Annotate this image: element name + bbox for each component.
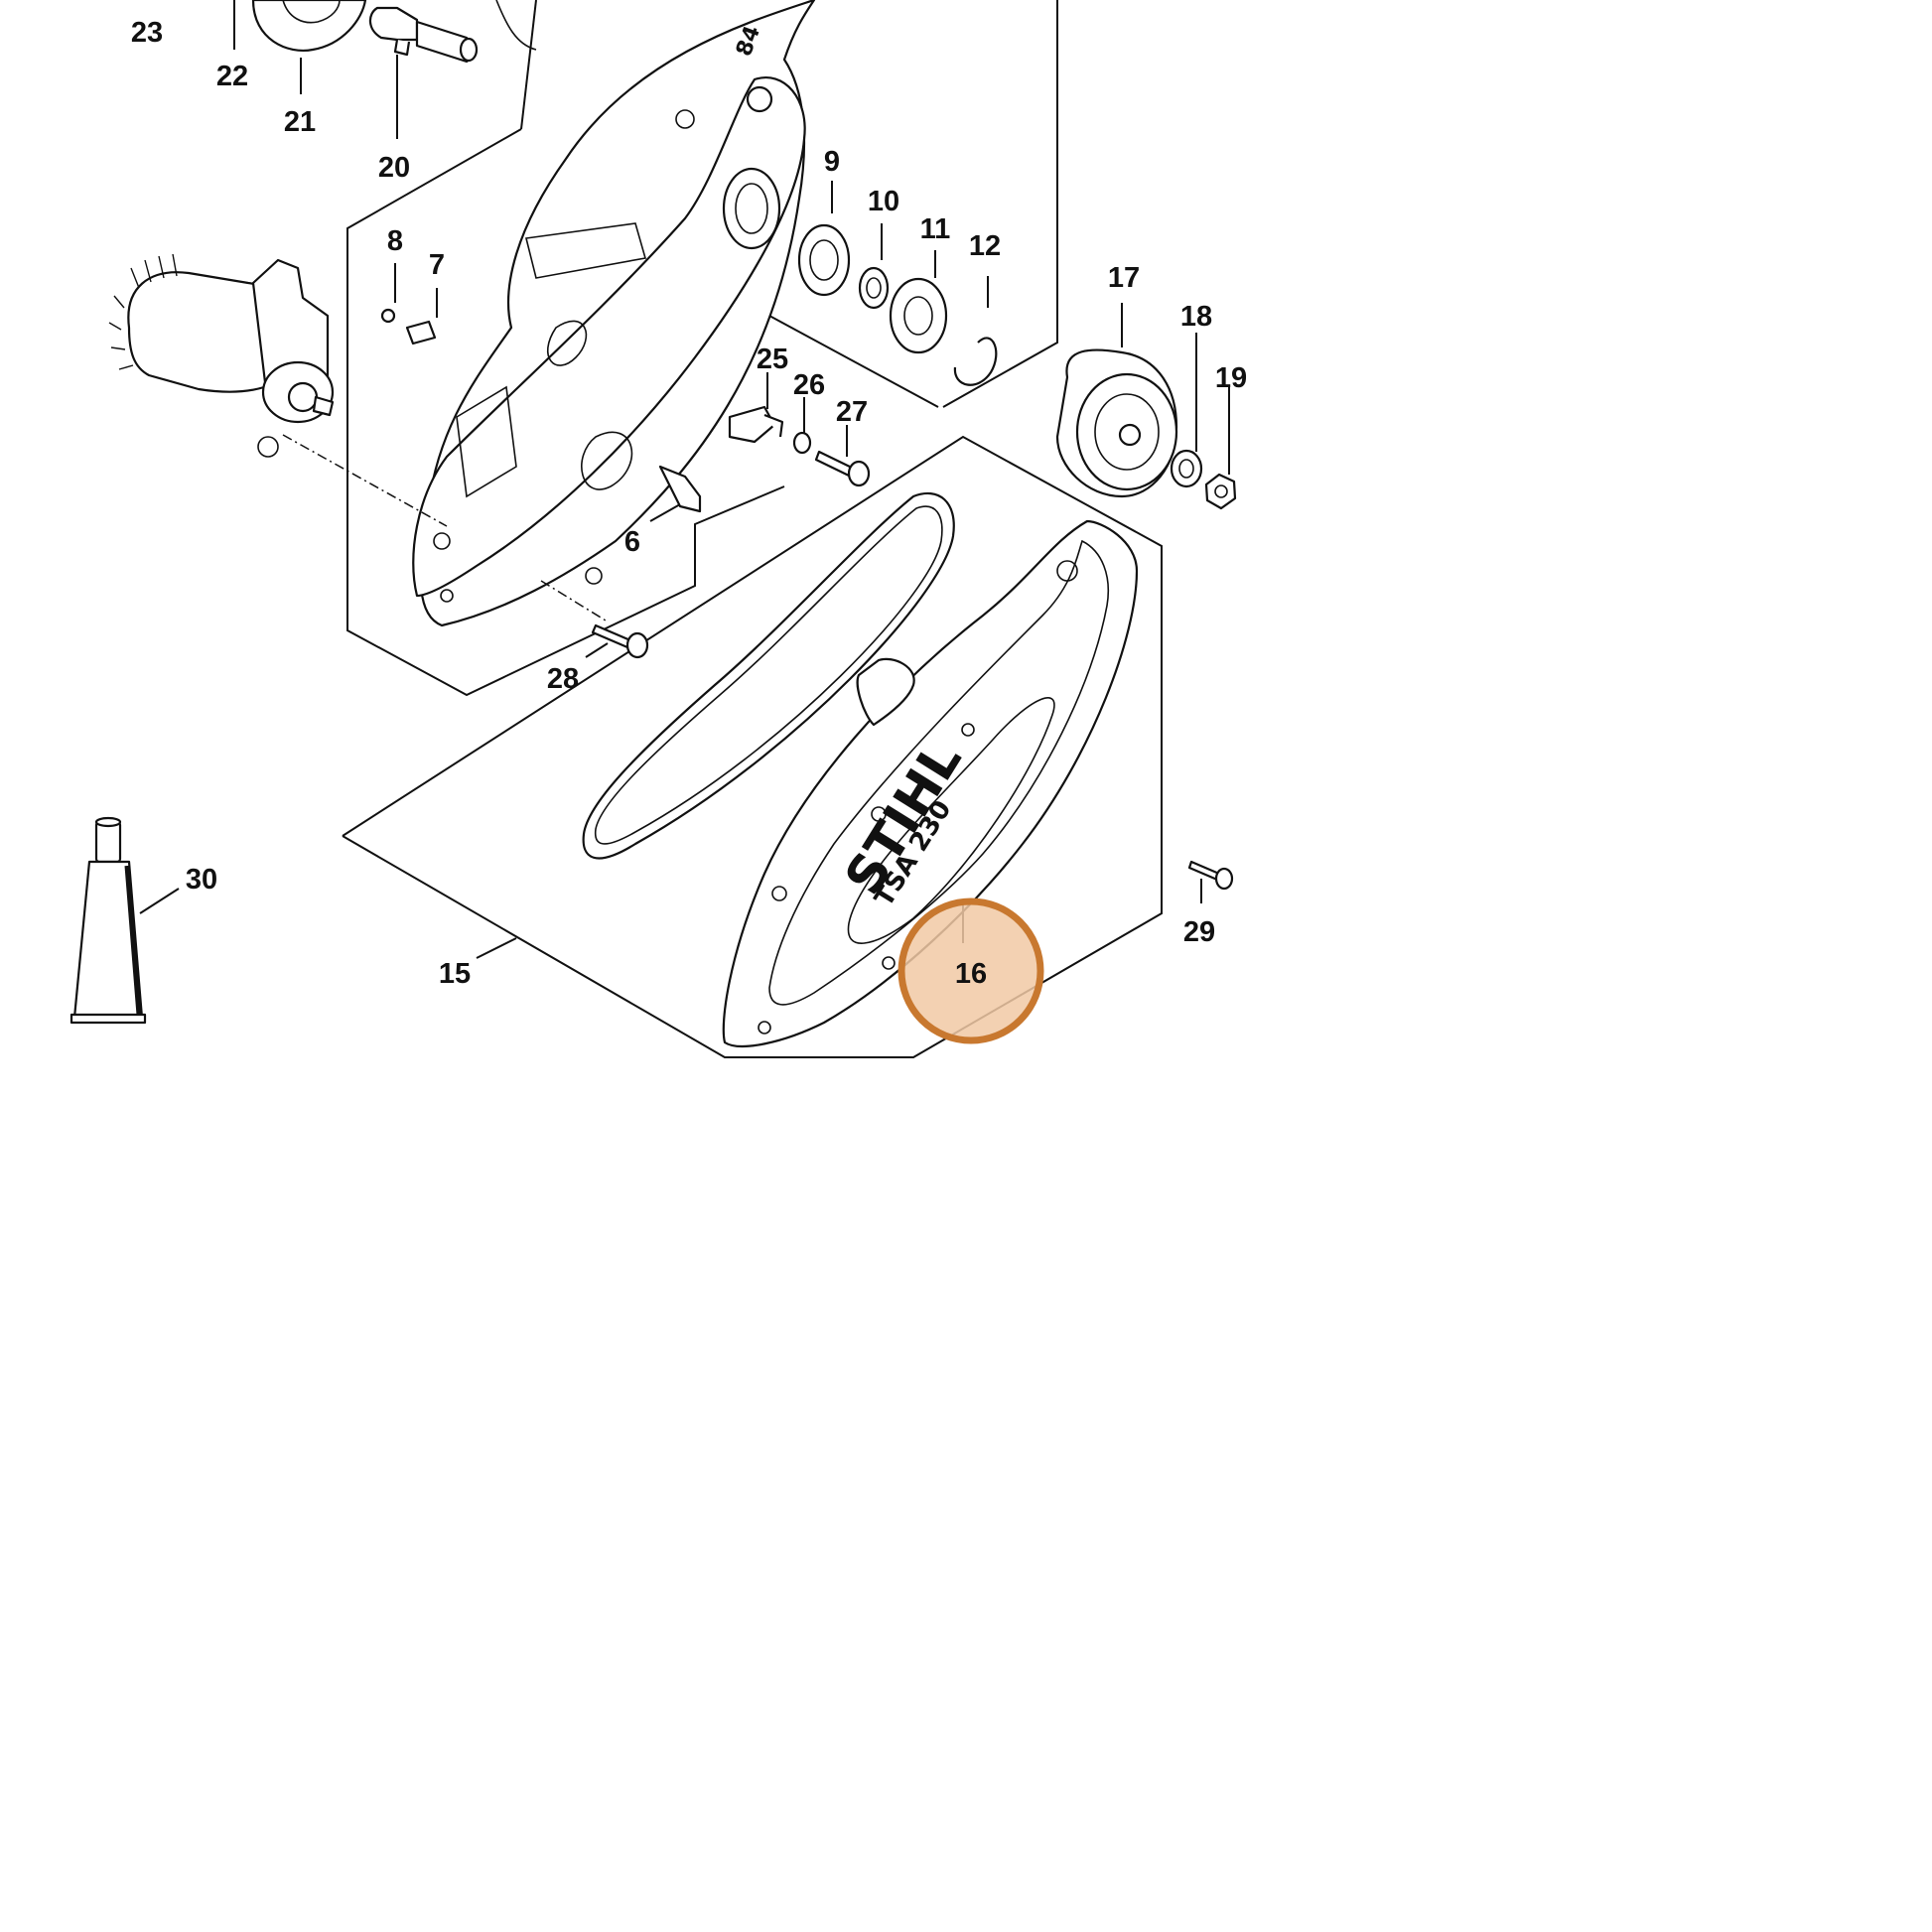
circlip-12-part <box>953 337 998 386</box>
callout-7[interactable]: 7 <box>429 249 445 281</box>
screw-27-part <box>814 450 871 487</box>
callout-25[interactable]: 25 <box>757 344 788 375</box>
callout-labels: 23 22 21 20 8 7 9 10 11 12 17 18 19 25 2… <box>131 17 1247 990</box>
callout-27[interactable]: 27 <box>836 396 868 428</box>
spacer-26-part <box>792 431 812 455</box>
washer-10-part <box>858 266 890 310</box>
motor-axis-line <box>282 434 448 527</box>
drive-belt-15-part <box>582 491 955 860</box>
callout-9[interactable]: 9 <box>824 146 840 178</box>
callout-30[interactable]: 30 <box>186 864 217 896</box>
cable-clamp-25-part <box>728 405 784 444</box>
screw-28-part <box>591 623 649 659</box>
grease-tube-30-part <box>69 816 147 1025</box>
highlight-ring-16[interactable] <box>897 897 1044 1044</box>
blade-flange-part <box>251 0 367 52</box>
bearing-11-part <box>889 277 948 354</box>
electric-motor-part <box>108 253 335 458</box>
key-part <box>405 320 437 345</box>
callout-19[interactable]: 19 <box>1215 362 1247 394</box>
callout-17[interactable]: 17 <box>1108 262 1140 294</box>
housing-edge-part <box>495 0 537 51</box>
callout-29[interactable]: 29 <box>1183 916 1215 948</box>
callout-16[interactable]: 16 <box>955 958 987 990</box>
spindle-shaft-part <box>368 6 479 64</box>
nut-19-part <box>1204 473 1237 510</box>
washer-18-part <box>1170 449 1203 488</box>
callout-18[interactable]: 18 <box>1180 301 1212 333</box>
pulley-17-part <box>1055 348 1178 498</box>
bearing-9-part <box>797 223 851 297</box>
callout-6[interactable]: 6 <box>624 526 640 558</box>
small-clip-part <box>380 308 396 324</box>
screw-29-part <box>1187 860 1234 891</box>
callout-26[interactable]: 26 <box>793 369 825 401</box>
callout-22[interactable]: 22 <box>216 61 248 92</box>
callout-8[interactable]: 8 <box>387 225 403 257</box>
gear-housing-part: 84 <box>412 0 816 627</box>
bracket-6-part <box>658 465 702 513</box>
belt-cover-16-part: STIHL TSA 230 <box>722 519 1139 1048</box>
callout-21[interactable]: 21 <box>284 106 316 138</box>
callout-10[interactable]: 10 <box>868 186 899 217</box>
callout-23[interactable]: 23 <box>131 17 163 49</box>
callout-28[interactable]: 28 <box>547 663 579 695</box>
callout-11[interactable]: 11 <box>920 213 951 245</box>
motor-axis-line-2 <box>540 580 607 621</box>
callout-20[interactable]: 20 <box>378 152 410 184</box>
callout-12[interactable]: 12 <box>969 230 1001 262</box>
callout-15[interactable]: 15 <box>439 958 471 990</box>
